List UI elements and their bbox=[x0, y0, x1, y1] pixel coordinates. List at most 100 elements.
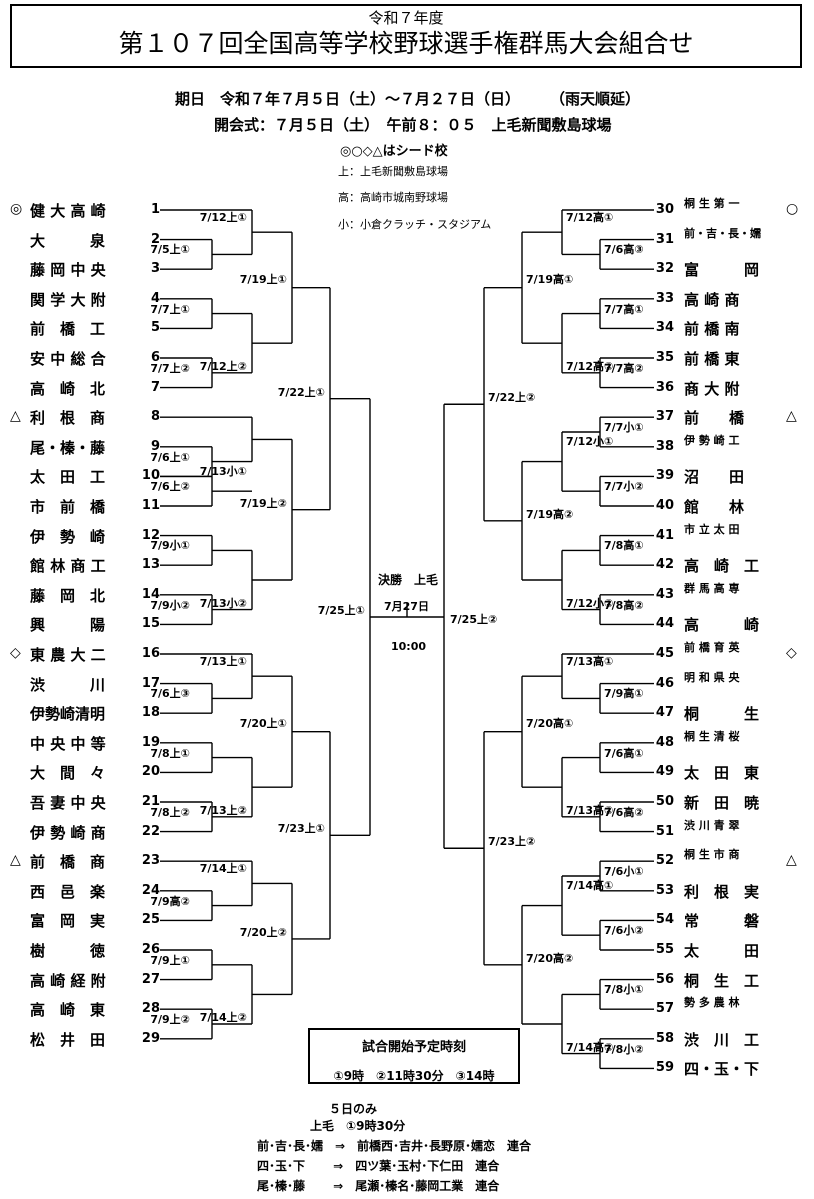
joint-team-1: 前･吉･長･嬬 ⇒ 前橋西･吉井･長野原･嬬恋 連合 bbox=[257, 1139, 532, 1153]
final-label: 決勝 上毛 bbox=[378, 573, 439, 587]
team-name: 前 橋 商 bbox=[30, 853, 106, 872]
team-name: 商 大 附 bbox=[684, 379, 740, 398]
team-number: 41 bbox=[655, 527, 674, 543]
team-number: 8 bbox=[150, 409, 160, 425]
team-name: 桐 生 第 一 bbox=[684, 197, 740, 210]
note-line1: ５日のみ bbox=[329, 1102, 378, 1116]
game-label: 7/6高③ bbox=[604, 243, 644, 257]
team-name: 市 立 太 田 bbox=[684, 522, 740, 536]
team-number: 57 bbox=[655, 1001, 674, 1017]
team-name: 伊勢崎清明 bbox=[30, 705, 106, 724]
team-number: 37 bbox=[655, 409, 674, 425]
game-label: 7/12小② bbox=[566, 596, 614, 610]
team-number: 20 bbox=[141, 764, 160, 780]
seed-mark: △ bbox=[10, 852, 21, 869]
game-label: 7/9小② bbox=[150, 598, 190, 612]
game-label: 7/12上② bbox=[199, 359, 247, 373]
game-label: 7/9上① bbox=[150, 953, 190, 967]
team-name: 高 崎 工 bbox=[684, 557, 760, 576]
team-name: 桐 生 清 桜 bbox=[684, 729, 740, 743]
game-label: 7/13高① bbox=[566, 655, 614, 668]
team-number: 6 bbox=[150, 350, 160, 365]
game-label: 7/9小① bbox=[150, 539, 190, 553]
game-label: 7/6上③ bbox=[150, 687, 190, 701]
team-name: 前・吉・長・嬬 bbox=[684, 226, 761, 240]
game-label: 7/19上② bbox=[239, 496, 287, 510]
joint-team-2: 四･玉･下 ⇒ 四ツ葉･玉村･下仁田 連合 bbox=[257, 1159, 500, 1173]
game-label: 7/6小② bbox=[604, 924, 644, 938]
team-name: 渋 川 工 bbox=[684, 1030, 760, 1049]
team-name: 勢 多 農 林 bbox=[684, 996, 740, 1010]
seed-mark: △ bbox=[786, 852, 797, 869]
team-number: 26 bbox=[141, 942, 160, 957]
team-number: 4 bbox=[150, 290, 160, 306]
team-name: 藤 岡 中 央 bbox=[30, 261, 106, 280]
game-label: 7/8小① bbox=[604, 983, 644, 997]
team-name: 松 井 田 bbox=[30, 1030, 106, 1049]
team-name: 富 岡 bbox=[684, 261, 760, 280]
team-number: 36 bbox=[655, 379, 674, 395]
team-number: 43 bbox=[655, 586, 674, 602]
team-name: 四・玉・下 bbox=[684, 1060, 760, 1079]
team-name: 伊 勢 崎 商 bbox=[30, 823, 106, 842]
team-number: 46 bbox=[655, 675, 674, 691]
game-label: 7/25上② bbox=[450, 613, 498, 627]
note-line2: 上毛 ①9時30分 bbox=[310, 1119, 406, 1133]
team-number: 16 bbox=[141, 646, 160, 661]
game-label: 7/7小② bbox=[604, 480, 644, 494]
team-number: 15 bbox=[141, 616, 160, 632]
venue-3: 小：小倉クラッチ・スタジアム bbox=[338, 218, 492, 231]
team-number: 33 bbox=[655, 290, 674, 306]
game-label: 7/20高① bbox=[526, 716, 574, 730]
team-number: 9 bbox=[150, 438, 160, 454]
game-label: 7/13高② bbox=[566, 803, 614, 817]
team-name: 利 根 実 bbox=[684, 882, 760, 901]
seed-mark: ○ bbox=[786, 201, 799, 217]
team-number: 21 bbox=[141, 794, 160, 809]
team-number: 58 bbox=[655, 1030, 674, 1046]
team-number: 34 bbox=[655, 320, 674, 336]
game-label: 7/6小① bbox=[604, 865, 644, 878]
team-name: 前 橋 bbox=[684, 409, 745, 428]
team-number: 48 bbox=[655, 734, 674, 750]
team-number: 13 bbox=[141, 557, 160, 573]
game-label: 7/6上② bbox=[150, 480, 190, 494]
team-name: 伊 勢 崎 工 bbox=[684, 433, 740, 447]
team-name: 渋 川 青 翠 bbox=[684, 818, 740, 832]
team-name: 富 岡 実 bbox=[30, 912, 106, 931]
seed-note: ◎○◇△はシード校 bbox=[340, 144, 448, 159]
team-number: 53 bbox=[655, 882, 674, 898]
game-label: 7/23上② bbox=[488, 835, 536, 849]
start-times-values: ①9時 ②11時30分 ③14時 bbox=[333, 1069, 495, 1083]
seed-mark: ◎ bbox=[10, 201, 23, 217]
team-number: 18 bbox=[141, 705, 160, 721]
team-number: 51 bbox=[655, 823, 674, 839]
venue-1: 上：上毛新聞敷島球場 bbox=[338, 165, 448, 178]
team-name: 大 間 々 bbox=[30, 764, 106, 783]
game-label: 7/14上① bbox=[199, 862, 247, 876]
team-name: 高 崎 経 附 bbox=[30, 971, 106, 990]
team-name: 桐 生 市 商 bbox=[684, 848, 740, 862]
team-name: 健 大 高 崎 bbox=[30, 202, 106, 220]
game-label: 7/20上② bbox=[239, 925, 287, 939]
team-name: 館 林 商 工 bbox=[30, 557, 106, 576]
game-label: 7/14上② bbox=[199, 1011, 247, 1024]
game-label: 7/7高② bbox=[604, 361, 644, 375]
game-label: 7/9上② bbox=[150, 1013, 190, 1026]
team-name: 高 崎 東 bbox=[30, 1001, 106, 1020]
game-label: 7/13上① bbox=[199, 655, 247, 668]
seed-mark: △ bbox=[10, 408, 21, 425]
team-number: 40 bbox=[655, 498, 674, 513]
team-name: 太 田 bbox=[684, 942, 760, 960]
team-name: 市 前 橋 bbox=[30, 498, 106, 516]
game-label: 7/19上① bbox=[239, 272, 287, 286]
team-number: 38 bbox=[655, 438, 674, 454]
team-name: 吾 妻 中 央 bbox=[30, 794, 106, 812]
team-number: 55 bbox=[655, 942, 674, 957]
game-label: 7/22上② bbox=[488, 391, 536, 405]
game-label: 7/6高② bbox=[604, 805, 644, 819]
team-name: 桐 生 bbox=[684, 705, 760, 724]
team-number: 1 bbox=[150, 202, 160, 217]
game-label: 7/19高① bbox=[526, 272, 574, 286]
joint-team-3: 尾･榛･藤 ⇒ 尾瀬･榛名･藤岡工業 連合 bbox=[257, 1179, 500, 1193]
